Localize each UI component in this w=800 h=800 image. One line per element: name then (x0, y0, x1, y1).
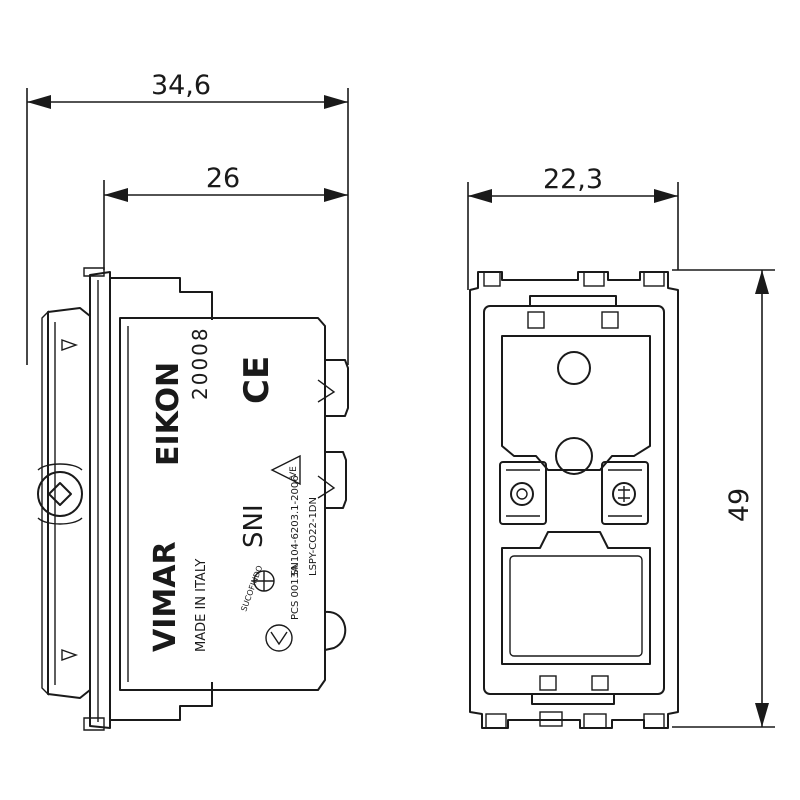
ve-mark: VE (270, 454, 301, 486)
mounting-frame (89, 271, 111, 729)
arrow-right (324, 95, 348, 109)
brand-label: VIMAR (148, 541, 183, 652)
arrow-top (755, 270, 769, 294)
ce-mark: CE (237, 356, 277, 404)
pcs-label: PCS 0013A (290, 565, 301, 620)
top-tab-1 (483, 271, 501, 287)
pivot-diamond (48, 482, 72, 506)
lower-bracket (110, 682, 213, 721)
dimension-label-overall-depth: 34,6 (151, 70, 211, 101)
dimension-label-body-depth: 26 (206, 163, 240, 194)
arrow-right (654, 189, 678, 203)
screw-left (510, 482, 534, 506)
top-tab-2 (583, 271, 605, 287)
ve-text: VE (289, 466, 299, 478)
bottom-tab-3 (583, 713, 607, 729)
terminal-block-left (499, 461, 547, 525)
arrow-left (104, 188, 128, 202)
dimension-overall-depth: 34,6 (26, 70, 349, 365)
center-hole (555, 437, 593, 475)
bottom-tab-1 (485, 713, 507, 729)
certificate-label: LSPY-CO22-1DN (308, 497, 319, 576)
upper-window (501, 335, 651, 471)
arrow-left (468, 189, 492, 203)
arrow-left (27, 95, 51, 109)
pivot-arc-top (37, 463, 83, 471)
arrow-bottom (755, 703, 769, 727)
terminal-upper (325, 359, 349, 417)
side-view: VIMAR EIKON 20008 MADE IN ITALY CE VE SN… (37, 267, 349, 731)
sni-mark: SNI (239, 504, 269, 548)
upper-bracket (110, 277, 213, 320)
pivot-circle (37, 471, 83, 517)
terminal-clip-upper (317, 379, 336, 403)
terminal-middle (325, 451, 347, 509)
sucofindo-logo: SUCOFINDO (239, 564, 275, 613)
bottom-latch-clip-left (539, 675, 557, 691)
bottom-latch-clip-right (591, 675, 609, 691)
bottom-latch (531, 694, 615, 705)
rocker-edge (41, 310, 49, 696)
bottom-tab-2 (539, 711, 563, 727)
dimension-body-depth: 26 (103, 163, 348, 270)
lower-window-inner (509, 555, 643, 657)
upper-hole (557, 351, 591, 385)
switch-housing (119, 317, 326, 691)
top-latch-clip-right (601, 311, 619, 329)
top-latch (529, 295, 617, 306)
certification-circle-logo (265, 624, 293, 652)
inner-body (483, 305, 665, 695)
standard-label: SN104-6203.1-2006 (290, 475, 301, 576)
frame-top-tab (83, 267, 105, 277)
dimension-label-height: 49 (724, 488, 755, 522)
product-code: 20008 (188, 326, 212, 400)
series-label: EIKON (151, 362, 186, 466)
pivot-arc-bottom (37, 517, 83, 525)
ve-triangle (270, 454, 301, 486)
lower-window (501, 531, 651, 665)
top-tab-3 (643, 271, 665, 287)
origin-label: MADE IN ITALY (194, 559, 209, 652)
screw-right (612, 482, 636, 506)
screw-right-head (618, 486, 630, 502)
bottom-tab-4 (643, 713, 665, 729)
arrow-right (324, 188, 348, 202)
rocker-arrow-top (61, 339, 79, 351)
terminal-lower-round (324, 610, 347, 651)
dimension-label-front-width: 22,3 (543, 164, 603, 195)
front-view (469, 271, 679, 729)
dimension-height: 49 (672, 269, 775, 728)
sucofindo-text: SUCOFINDO (239, 564, 264, 612)
dimension-front-width: 22,3 (467, 164, 679, 290)
frame-bottom-tab (83, 717, 105, 731)
top-latch-clip-left (527, 311, 545, 329)
rocker-arrow-bottom (61, 649, 79, 661)
terminal-clip-middle (317, 475, 336, 499)
terminal-block-right (601, 461, 649, 525)
screw-left-head (516, 488, 528, 500)
